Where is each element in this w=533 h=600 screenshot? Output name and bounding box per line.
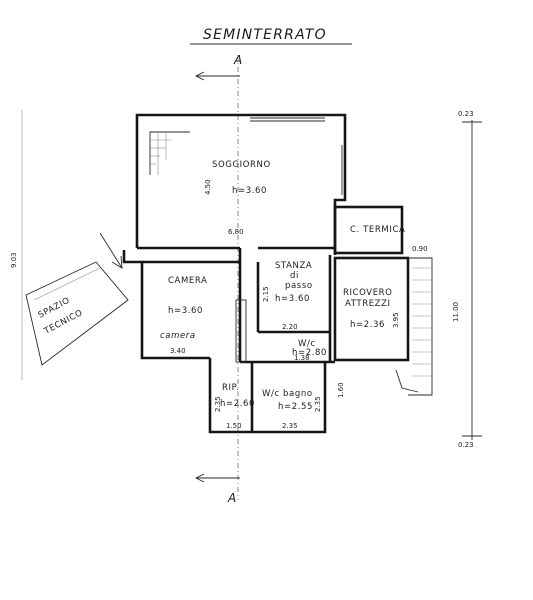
stair-soggiorno [149, 131, 190, 175]
camera-sub-label: camera [160, 331, 196, 341]
step-small-label: 0.90 [412, 245, 428, 253]
ricovero-height: h=2.36 [350, 320, 385, 330]
spazio-tecnico-edge [33, 267, 101, 301]
c-termica-room [333, 205, 404, 255]
corridor-stair [235, 299, 247, 363]
ricovero-dim-side: 3.95 [392, 312, 400, 328]
ricovero-label-1: RICOVERO [343, 288, 392, 298]
soggiorno-height: h=3.60 [232, 186, 267, 196]
camera-label: CAMERA [168, 276, 207, 286]
entry-arrow-head [111, 255, 123, 269]
rip-label: RIP. [222, 383, 239, 393]
wc-bagno-height: h=2.55 [278, 402, 313, 412]
stanza-label-3: passo [285, 281, 313, 291]
soggiorno-label: SOGGIORNO [212, 160, 271, 170]
left-total-label: 9.03 [10, 252, 18, 268]
spazio-tecnico-area [25, 261, 129, 366]
soggiorno-side: 4.50 [204, 179, 212, 195]
ricovero-room [333, 256, 410, 362]
external-stair [395, 257, 433, 396]
stanza-height: h=3.60 [275, 294, 310, 304]
section-arrow-top-head [194, 71, 205, 81]
stanza-label-2: di [290, 271, 299, 281]
stanza-dim-bottom: 2.20 [282, 323, 298, 331]
camera-dim-bottom: 3.40 [170, 347, 186, 355]
section-arrow-bottom-head [194, 473, 205, 483]
stanza-dim-side: 2.15 [262, 286, 270, 302]
level-top-label: 0.23 [458, 110, 474, 118]
c-termica-label: C. TERMICA [350, 225, 405, 235]
outer-wall-west-lower [122, 250, 210, 360]
outer-wall-top [135, 113, 347, 248]
wc-small-label: W/c [298, 339, 316, 349]
outer-wall-south [208, 358, 335, 434]
level-bottom-label: 0.23 [458, 441, 474, 449]
camera-height: h=3.60 [168, 306, 203, 316]
soggiorno-width: 6.80 [228, 228, 244, 236]
ricovero-label-2: ATTREZZI [345, 299, 391, 309]
plan-title: SEMINTERRATO [203, 27, 327, 43]
rip-dim-bottom: 1.50 [226, 422, 242, 430]
outer-wall-east-upper [333, 122, 347, 255]
section-marker-bottom: A [227, 491, 236, 505]
section-marker-top: A [233, 53, 242, 67]
wc-small-height: h=2.80 [292, 348, 327, 358]
rip-height: h=2.60 [220, 399, 255, 409]
right-height-label: 11.00 [452, 302, 460, 322]
rip-dim-side: 2.35 [214, 396, 222, 412]
entry-arrow [99, 232, 123, 269]
right-small-label: 1.60 [337, 382, 345, 398]
wc-bagno-dim-side: 2.35 [314, 396, 322, 412]
wc-bagno-label: W/c bagno [262, 389, 313, 399]
stanza-label-1: STANZA [275, 261, 312, 271]
wc-bagno-dim-bottom: 2.35 [282, 422, 298, 430]
wc-small-dim: 1.38 [294, 354, 310, 362]
